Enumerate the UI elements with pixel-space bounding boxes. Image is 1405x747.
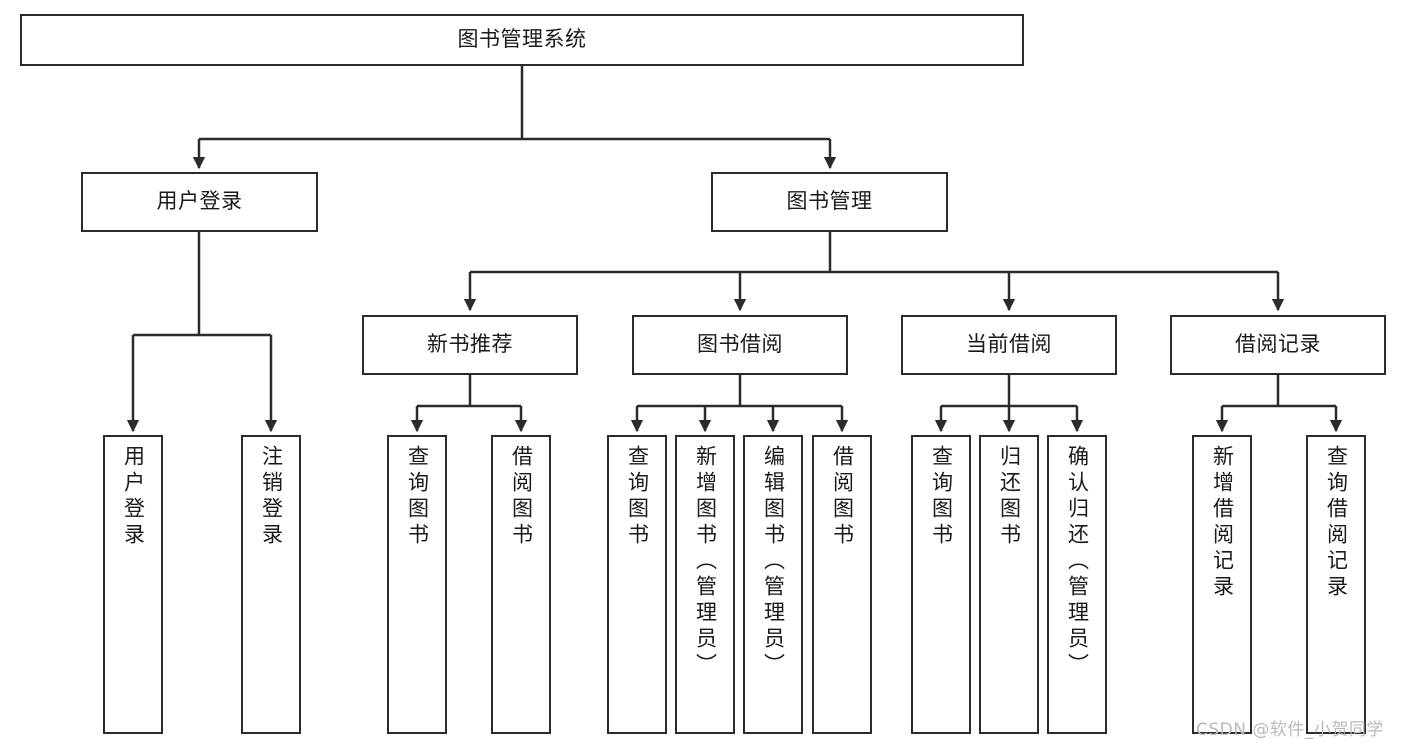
- node-label: 图书借阅: [697, 332, 783, 357]
- node-book-management[interactable]: 图书管理: [711, 172, 948, 232]
- node-label: 当前借阅: [966, 332, 1052, 357]
- node-leaf-user-login-login[interactable]: 用户登录: [103, 435, 163, 734]
- node-leaf-book-borrow-query-books[interactable]: 查询图书: [607, 435, 667, 734]
- csdn-watermark: CSDN @软件_小贺同学: [1196, 715, 1384, 740]
- node-leaf-new-book-borrow-books[interactable]: 借阅图书: [491, 435, 551, 734]
- node-label: 用户登录: [156, 189, 243, 214]
- node-label: 新增图书（管理员）: [693, 445, 718, 679]
- node-leaf-borrow-records-query-record[interactable]: 查询借阅记录: [1306, 435, 1366, 734]
- node-leaf-current-borrow-confirm-return-admin[interactable]: 确认归还（管理员）: [1047, 435, 1107, 734]
- node-user-login[interactable]: 用户登录: [81, 172, 318, 232]
- node-new-book-recommend[interactable]: 新书推荐: [362, 315, 578, 375]
- node-leaf-new-book-query-books[interactable]: 查询图书: [387, 435, 447, 734]
- node-leaf-book-borrow-add-book-admin[interactable]: 新增图书（管理员）: [675, 435, 735, 734]
- node-root-book-management-system[interactable]: 图书管理系统: [20, 14, 1024, 66]
- node-label: 注销登录: [259, 445, 284, 549]
- node-borrow-records[interactable]: 借阅记录: [1170, 315, 1386, 375]
- node-label: 用户登录: [121, 445, 146, 549]
- watermark-text: CSDN @软件_小贺同学: [1196, 720, 1384, 740]
- node-current-borrow[interactable]: 当前借阅: [901, 315, 1117, 375]
- node-label: 图书管理系统: [457, 27, 587, 52]
- node-leaf-user-login-logout[interactable]: 注销登录: [241, 435, 301, 734]
- node-label: 查询图书: [625, 445, 650, 549]
- node-leaf-book-borrow-edit-book-admin[interactable]: 编辑图书（管理员）: [743, 435, 803, 734]
- node-leaf-current-borrow-query-books[interactable]: 查询图书: [911, 435, 971, 734]
- node-label: 借阅图书: [830, 445, 855, 549]
- node-label: 归还图书: [997, 445, 1022, 549]
- node-label: 新增借阅记录: [1210, 445, 1235, 601]
- node-leaf-book-borrow-borrow-books[interactable]: 借阅图书: [812, 435, 872, 734]
- node-label: 查询借阅记录: [1324, 445, 1349, 601]
- node-label: 借阅图书: [509, 445, 534, 549]
- node-label: 新书推荐: [427, 332, 513, 357]
- node-label: 查询图书: [405, 445, 430, 549]
- node-leaf-current-borrow-return-books[interactable]: 归还图书: [979, 435, 1039, 734]
- node-label: 查询图书: [929, 445, 954, 549]
- node-leaf-borrow-records-add-record[interactable]: 新增借阅记录: [1192, 435, 1252, 734]
- node-label: 确认归还（管理员）: [1065, 445, 1090, 679]
- node-label: 图书管理: [786, 189, 873, 214]
- node-label: 借阅记录: [1235, 332, 1321, 357]
- node-book-borrow[interactable]: 图书借阅: [632, 315, 848, 375]
- node-label: 编辑图书（管理员）: [761, 445, 786, 679]
